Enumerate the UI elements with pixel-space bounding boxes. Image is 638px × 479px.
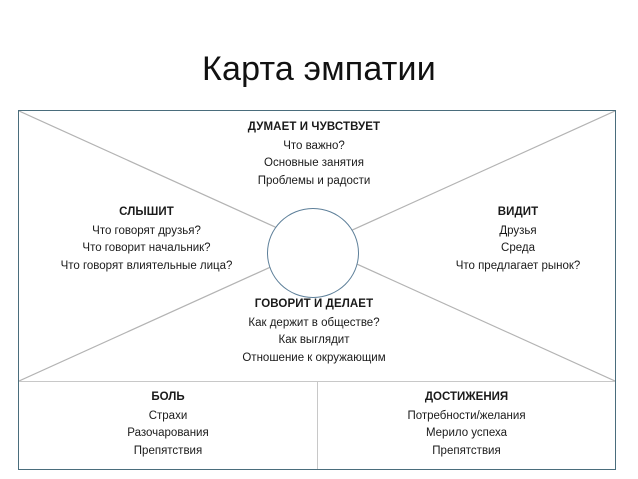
- quadrant-line: Что говорит начальник?: [82, 242, 211, 254]
- quadrant-heading: СЛЫШИТ: [119, 206, 174, 218]
- page-title: Карта эмпатии: [202, 49, 436, 88]
- quadrant-line: Основные занятия: [264, 157, 364, 169]
- center-circle: [267, 208, 359, 298]
- bottom-box-line: Разочарования: [127, 427, 209, 439]
- bottom-box-line: Препятствия: [133, 444, 203, 457]
- quadrant-line: Что говорят друзья?: [92, 224, 201, 237]
- quadrant-sees: ВИДИТ Друзья Среда Что предлагает рынок?: [419, 204, 617, 275]
- quadrant-heading: ДУМАЕТ И ЧУВСТВУЕТ: [247, 121, 381, 133]
- bottom-box-line: Страхи: [148, 409, 188, 422]
- quadrant-line: Что предлагает рынок?: [455, 259, 581, 272]
- bottom-box-heading: БОЛЬ: [151, 391, 185, 403]
- quadrant-line: Проблемы и радости: [257, 174, 371, 187]
- bottom-box-pain: БОЛЬ Страхи Разочарования Препятствия: [19, 381, 318, 469]
- quadrant-line: Что важно?: [283, 139, 345, 152]
- quadrant-thinks-and-feels: ДУМАЕТ И ЧУВСТВУЕТ Что важно? Основные з…: [189, 119, 439, 190]
- quadrant-line: Как выглядит: [278, 334, 350, 346]
- quadrant-says-and-does: ГОВОРИТ И ДЕЛАЕТ Как держит в обществе? …: [184, 296, 444, 367]
- bottom-box-gain: ДОСТИЖЕНИЯ Потребности/желания Мерило ус…: [318, 381, 615, 469]
- bottom-row: БОЛЬ Страхи Разочарования Препятствия ДО…: [19, 381, 615, 469]
- quadrant-line: Отношение к окружающим: [242, 351, 386, 364]
- quadrant-line: Среда: [501, 242, 535, 254]
- quadrant-heading: ВИДИТ: [497, 206, 539, 218]
- quadrant-heading: ГОВОРИТ И ДЕЛАЕТ: [254, 298, 374, 310]
- bottom-box-line: Мерило успеха: [425, 427, 508, 439]
- empathy-map-diagram: ДУМАЕТ И ЧУВСТВУЕТ Что важно? Основные з…: [18, 110, 616, 470]
- quadrant-line: Как держит в обществе?: [248, 316, 380, 329]
- bottom-box-heading: ДОСТИЖЕНИЯ: [424, 391, 509, 403]
- quadrant-hears: СЛЫШИТ Что говорят друзья? Что говорит н…: [19, 204, 274, 275]
- quadrant-area: ДУМАЕТ И ЧУВСТВУЕТ Что важно? Основные з…: [19, 111, 615, 381]
- bottom-box-line: Потребности/желания: [407, 409, 526, 422]
- quadrant-line: Что говорят влиятельные лица?: [60, 259, 233, 272]
- quadrant-line: Друзья: [499, 224, 537, 237]
- bottom-box-line: Препятствия: [432, 444, 501, 457]
